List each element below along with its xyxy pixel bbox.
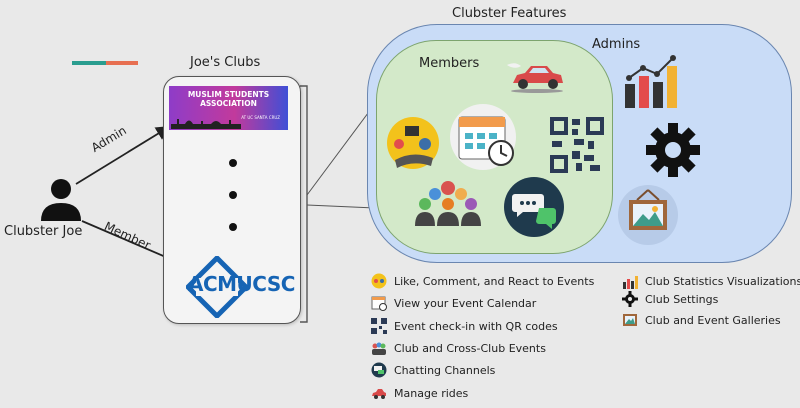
group-icon <box>415 181 481 226</box>
bar-chart-icon <box>625 55 677 108</box>
legend-label: Chatting Channels <box>394 363 496 377</box>
user-label: Clubster Joe <box>4 224 83 239</box>
members-label: Members <box>419 56 480 71</box>
admins-label: Admins <box>592 37 641 52</box>
legend-item-galleries: Club and Event Galleries <box>622 311 781 329</box>
msa-banner-line2: ASSOCIATION <box>200 99 257 108</box>
group-icon <box>372 342 386 355</box>
ellipsis-dot-1 <box>229 159 237 167</box>
legend-item-chat: Chatting Channels <box>371 361 495 379</box>
chat-icon <box>371 362 387 378</box>
legend-item-events: Club and Cross-Club Events <box>371 339 546 357</box>
gallery-icon <box>618 185 678 245</box>
accent-bar-orange <box>106 61 138 65</box>
zoom-line-top <box>306 100 378 196</box>
social-reactions-icon <box>371 273 387 289</box>
car-icon <box>507 63 563 93</box>
qr-code-icon <box>371 318 387 334</box>
acm-diamond-icon <box>186 256 248 318</box>
legend-item-qr: Event check-in with QR codes <box>371 317 558 335</box>
mosque-skyline-icon <box>171 119 241 129</box>
ellipsis-dot-3 <box>229 223 237 231</box>
calendar-icon <box>371 296 387 311</box>
chat-icon <box>504 177 564 237</box>
msa-banner-line1: MUSLIM STUDENTS <box>187 90 270 99</box>
legend-label: Club Settings <box>645 292 719 306</box>
qr-code-icon <box>548 115 606 175</box>
car-icon <box>372 389 386 399</box>
ellipsis-dot-2 <box>229 191 237 199</box>
acm-logo-text: ACMUCSC <box>188 272 295 296</box>
legend-label: Club Statistics Visualizations <box>645 274 800 288</box>
clubs-title: Joe's Clubs <box>190 55 261 70</box>
calendar-icon <box>450 104 516 170</box>
legend-label: Club and Cross-Club Events <box>394 341 546 355</box>
legend-label: Like, Comment, and React to Events <box>394 274 595 288</box>
msa-club-banner[interactable]: MUSLIM STUDENTS ASSOCIATION AT UC SANTA … <box>169 86 288 130</box>
features-title: Clubster Features <box>452 6 567 21</box>
gear-icon <box>622 291 638 307</box>
gallery-icon <box>623 314 637 326</box>
legend-label: View your Event Calendar <box>394 296 537 310</box>
legend-label: Event check-in with QR codes <box>394 319 558 333</box>
acm-ucsc-club-logo[interactable]: ACMUCSC <box>176 252 295 318</box>
admin-arrow <box>75 126 171 185</box>
clubs-bracket <box>300 85 308 323</box>
social-reactions-icon <box>387 117 439 169</box>
legend-label: Manage rides <box>394 386 469 400</box>
legend-item-reactions: Like, Comment, and React to Events <box>371 272 594 290</box>
user-avatar-icon <box>41 179 81 221</box>
legend-item-calendar: View your Event Calendar <box>371 294 536 312</box>
legend-label: Club and Event Galleries <box>645 313 781 327</box>
msa-banner-subtitle: AT UC SANTA CRUZ <box>241 115 280 120</box>
bar-chart-icon <box>623 276 638 289</box>
legend-item-statistics: Club Statistics Visualizations <box>622 272 800 290</box>
accent-bar-teal <box>72 61 106 65</box>
legend-item-settings: Club Settings <box>622 290 718 308</box>
gear-icon <box>646 123 700 177</box>
legend-item-rides: Manage rides <box>371 384 468 402</box>
zoom-line-bottom <box>306 204 376 209</box>
